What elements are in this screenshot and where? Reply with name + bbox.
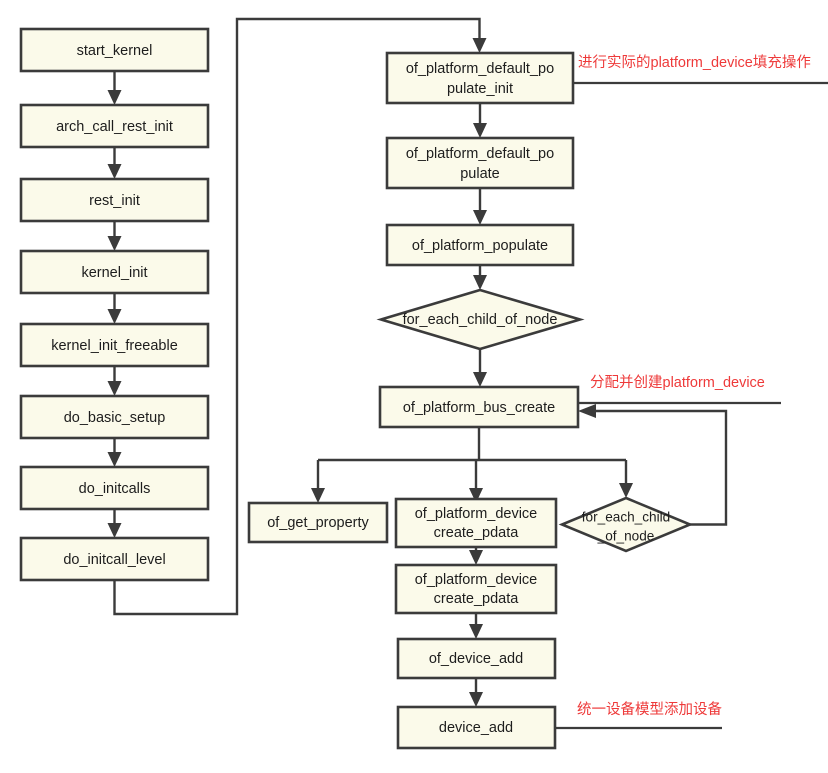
node-label-line2: pulate_init: [447, 81, 513, 97]
node-label: of_device_add: [429, 651, 523, 667]
node-label: of_platform_bus_create: [403, 400, 555, 416]
edge-start-kernel-to-arch-call: [107, 71, 122, 105]
node-of-platform-device-create-pdata-bottom[interactable]: of_platform_device create_pdata: [394, 563, 558, 615]
edge-initcall-level-to-populate-init: [113, 17, 487, 616]
node-label-line2: pulate: [460, 166, 500, 182]
node-label-line1: for_each_child: [582, 510, 670, 525]
node-arch-call-rest-init[interactable]: arch_call_rest_init: [19, 103, 210, 149]
node-label: of_get_property: [267, 515, 369, 531]
node-label-line2: create_pdata: [434, 525, 520, 541]
node-label: for_each_child_of_node: [403, 312, 558, 328]
node-start-kernel[interactable]: start_kernel: [19, 27, 210, 73]
node-of-platform-bus-create[interactable]: of_platform_bus_create: [378, 385, 580, 429]
node-label: do_initcall_level: [63, 552, 165, 568]
node-of-device-add[interactable]: of_device_add: [396, 637, 557, 680]
node-kernel-init-freeable[interactable]: kernel_init_freeable: [19, 322, 210, 368]
node-for-each-child-of-node-1[interactable]: for_each_child_of_node: [376, 288, 585, 351]
edge-child-loop-back-to-bus-create: [578, 404, 728, 526]
edge-populate-to-of-platform-populate: [473, 188, 487, 225]
node-of-platform-populate[interactable]: of_platform_populate: [385, 223, 575, 267]
edge-of-platform-populate-to-diamond: [473, 265, 487, 290]
annotation-device-add: 统一设备模型添加设备: [577, 701, 722, 718]
node-device-add[interactable]: device_add: [396, 705, 557, 750]
node-label: start_kernel: [77, 43, 153, 59]
node-label: rest_init: [89, 193, 140, 209]
node-for-each-child-of-node-2[interactable]: for_each_child _of_node: [558, 496, 694, 553]
edge-bus-create-branch-bus: [311, 427, 633, 503]
edge-populate-init-to-populate: [473, 103, 487, 138]
node-label: arch_call_rest_init: [56, 119, 173, 135]
node-kernel-init[interactable]: kernel_init: [19, 249, 210, 295]
node-do-initcalls[interactable]: do_initcalls: [19, 465, 210, 511]
node-label: kernel_init_freeable: [51, 338, 178, 354]
edge-create-pdata-top-to-bottom: [469, 547, 483, 565]
annotation-bus-create: 分配并创建platform_device: [590, 374, 765, 391]
node-of-platform-device-create-pdata-top[interactable]: of_platform_device create_pdata: [394, 497, 558, 549]
node-label: of_platform_populate: [412, 238, 548, 254]
edge-kernel-init-to-freeable: [107, 293, 122, 324]
node-label: do_basic_setup: [64, 410, 166, 426]
node-label-line1: of_platform_device: [415, 506, 538, 522]
annotation-populate-init: 进行实际的platform_device填充操作: [578, 54, 811, 71]
node-label: do_initcalls: [79, 481, 151, 497]
node-rest-init[interactable]: rest_init: [19, 177, 210, 223]
node-of-get-property[interactable]: of_get_property: [247, 501, 389, 544]
node-label-line1: of_platform_default_po: [406, 146, 554, 162]
node-label-line2: _of_node: [597, 529, 655, 544]
edge-rest-init-to-kernel-init: [107, 221, 122, 251]
edge-of-device-add-to-device-add: [469, 678, 483, 707]
node-of-platform-default-populate-init[interactable]: of_platform_default_po pulate_init: [385, 51, 575, 105]
edge-freeable-to-basic-setup: [107, 366, 122, 396]
node-do-basic-setup[interactable]: do_basic_setup: [19, 394, 210, 440]
node-label: kernel_init: [81, 265, 147, 281]
edge-basic-setup-to-initcalls: [107, 438, 122, 467]
node-label: device_add: [439, 720, 513, 736]
edge-arch-call-to-rest-init: [107, 147, 122, 179]
node-label-line2: create_pdata: [434, 591, 520, 607]
edge-diamond-to-bus-create: [473, 349, 487, 387]
node-label-line1: of_platform_device: [415, 572, 538, 588]
edge-create-pdata-to-of-device-add: [469, 613, 483, 639]
node-of-platform-default-populate[interactable]: of_platform_default_po pulate: [385, 136, 575, 190]
edge-initcalls-to-initcall-level: [107, 509, 122, 538]
node-do-initcall-level[interactable]: do_initcall_level: [19, 536, 210, 582]
node-label-line1: of_platform_default_po: [406, 61, 554, 77]
